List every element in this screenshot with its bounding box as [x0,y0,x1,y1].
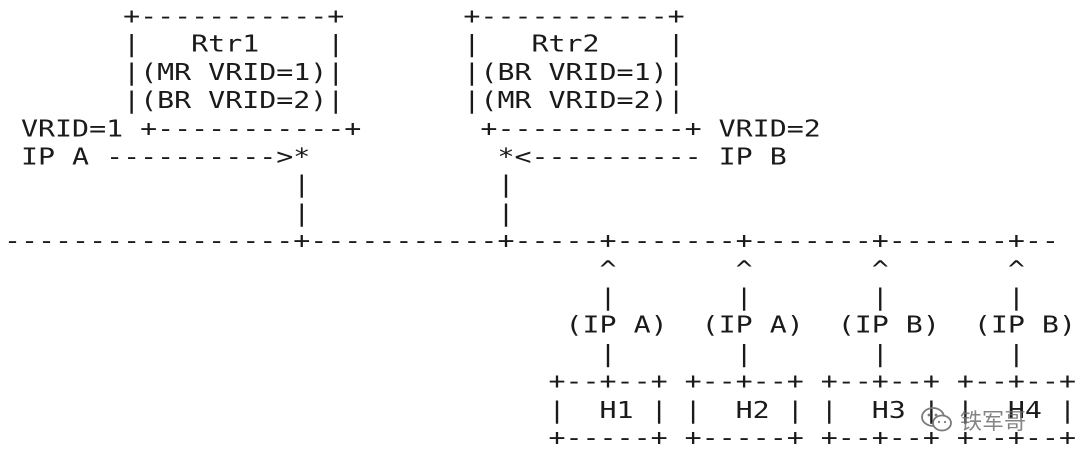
diagram-line: | | [4,170,515,199]
diagram-line: | H1 | | H2 | | H3 | | H4 | [4,395,1076,424]
diagram-line: | Rtr1 | | Rtr2 | [4,30,685,58]
diagram-line: +--+--+ +--+--+ +--+--+ +--+--+ [4,367,1076,396]
diagram-line: |(BR VRID=2)| |(MR VRID=2)| [4,86,685,115]
diagram-line: IP A ---------->* *<---------- IP B [4,142,787,171]
diagram-line: +-----+ +-----+ +--+--+ +--+--+ [4,423,1076,452]
diagram-line: -----------------+-----------+-----+----… [4,227,1059,255]
diagram-line: (IP A) (IP A) (IP B) (IP B) [4,311,1076,340]
diagram-line: VRID=1 +-----------+ +-----------+ VRID=… [4,114,821,143]
diagram-line: | | [4,198,515,227]
diagram-line: | | | | [4,283,1025,311]
ascii-network-diagram: +-----------+ +-----------+ | Rtr1 | | R… [4,2,1076,452]
diagram-line: | | | | [4,339,1025,368]
diagram-line: +-----------+ +-----------+ [4,2,685,30]
diagram-line: |(MR VRID=1)| |(BR VRID=1)| [4,58,685,86]
diagram-line: ^ ^ ^ ^ [4,255,1025,283]
